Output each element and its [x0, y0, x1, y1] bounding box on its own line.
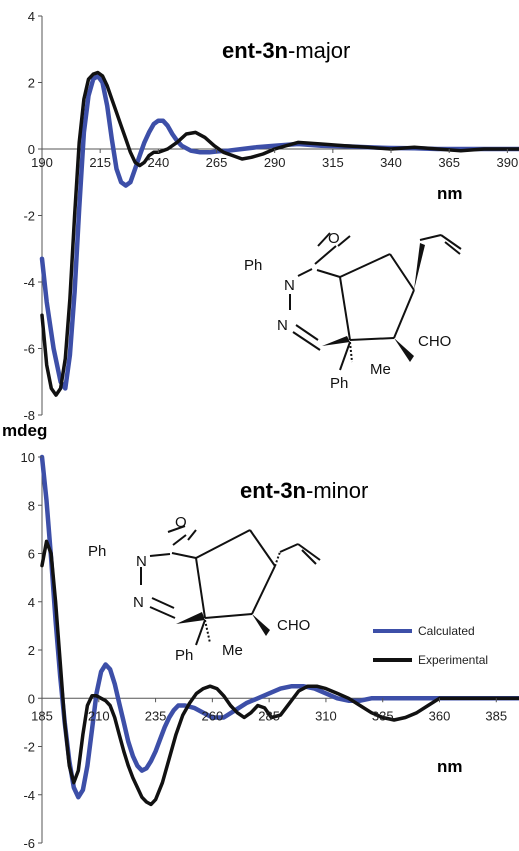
y-tick-label: 4	[28, 595, 35, 610]
chart-minor-title: ent-3n-minor	[240, 478, 368, 503]
y-tick-label: 0	[28, 691, 35, 706]
chart-major-axes	[41, 16, 519, 415]
x-tick-label: 260	[202, 708, 224, 723]
series-line-experimental	[40, 70, 519, 397]
y-tick-label: -6	[23, 342, 35, 357]
chart-minor-axes	[41, 457, 519, 843]
series-line-experimental	[40, 539, 519, 807]
chart-minor-title-rest: -minor	[306, 478, 368, 503]
y-unit-label: mdeg	[2, 421, 47, 440]
y-tick-label: -6	[23, 836, 35, 851]
x-tick-label: 285	[258, 708, 280, 723]
y-tick-label: 4	[28, 9, 35, 24]
y-tick-label: -4	[23, 788, 35, 803]
y-tick-label: 10	[21, 450, 35, 465]
y-tick-label: 8	[28, 498, 35, 513]
atom-me: Me	[370, 361, 391, 378]
chart-minor-y-ticks: 10 8 6 4 2 0 -2 -4 -6	[21, 450, 42, 851]
x-tick-label: 240	[147, 155, 169, 170]
x-tick-label: 360	[429, 708, 451, 723]
series-line-calculated	[39, 454, 519, 800]
y-tick-label: 2	[28, 76, 35, 91]
atom-ph: Ph	[244, 257, 262, 274]
atom-ph: Ph	[175, 647, 193, 664]
chart-major-title-bold: ent-3n	[222, 38, 288, 63]
x-tick-label: 215	[89, 155, 111, 170]
x-tick-label: 365	[438, 155, 460, 170]
chart-major-title-rest: -major	[288, 38, 350, 63]
x-tick-label: 310	[315, 708, 337, 723]
chart-major-xlabel: nm	[437, 184, 463, 203]
chart-minor: 185 210 235 260 285 310 335 360 385 10 8 6 4 2 0 -2 -4 -…	[21, 450, 519, 851]
legend-label-experimental: Experimental	[418, 653, 488, 667]
structure-minor	[140, 525, 321, 646]
atom-n: N	[136, 553, 147, 570]
chart-major-series	[39, 70, 519, 397]
structure-major	[289, 232, 462, 371]
x-tick-label: 315	[322, 155, 344, 170]
x-tick-label: 210	[88, 708, 110, 723]
atom-cho: CHO	[418, 333, 451, 350]
atom-o: O	[175, 514, 187, 531]
atom-me: Me	[222, 642, 243, 659]
y-tick-label: -4	[23, 275, 35, 290]
y-tick-label: -8	[23, 408, 35, 423]
legend-label-calculated: Calculated	[418, 624, 475, 638]
y-tick-label: -2	[23, 209, 35, 224]
atom-ph: Ph	[88, 543, 106, 560]
x-tick-label: 190	[31, 155, 53, 170]
atom-n: N	[277, 317, 288, 334]
structure-major-wedges	[322, 243, 425, 363]
x-tick-label: 235	[145, 708, 167, 723]
atom-cho: CHO	[277, 617, 310, 634]
chart-major-title: ent-3n-major	[222, 38, 350, 63]
chart-minor-x-ticks: 185 210 235 260 285 310 335 360 385	[31, 698, 507, 723]
chart-major-y-ticks: 4 2 0 -2 -4 -6 -8	[23, 9, 42, 423]
structure-minor-atoms: O Ph N N Ph Me CHO	[88, 514, 310, 664]
x-tick-label: 385	[485, 708, 507, 723]
y-tick-label: -2	[23, 740, 35, 755]
x-tick-label: 185	[31, 708, 53, 723]
y-tick-label: 0	[28, 142, 35, 157]
y-tick-label: 6	[28, 547, 35, 562]
chart-minor-legend: Calculated Experimental	[373, 624, 488, 667]
chart-minor-series	[39, 454, 519, 807]
atom-ph: Ph	[330, 375, 348, 392]
x-tick-label: 335	[372, 708, 394, 723]
x-tick-label: 265	[206, 155, 228, 170]
chart-minor-xlabel: nm	[437, 757, 463, 776]
structure-minor-wedges	[176, 551, 281, 644]
x-tick-label: 340	[380, 155, 402, 170]
x-tick-label: 390	[497, 155, 519, 170]
chart-minor-title-bold: ent-3n	[240, 478, 306, 503]
atom-n: N	[284, 277, 295, 294]
atom-o: O	[328, 230, 340, 247]
atom-n: N	[133, 594, 144, 611]
chart-major-x-ticks: 190 215 240 265 290 315 340 365 390	[31, 149, 518, 170]
structure-major-atoms: O Ph N N Ph Me CHO	[244, 230, 451, 392]
y-tick-label: 2	[28, 643, 35, 658]
x-tick-label: 290	[264, 155, 286, 170]
